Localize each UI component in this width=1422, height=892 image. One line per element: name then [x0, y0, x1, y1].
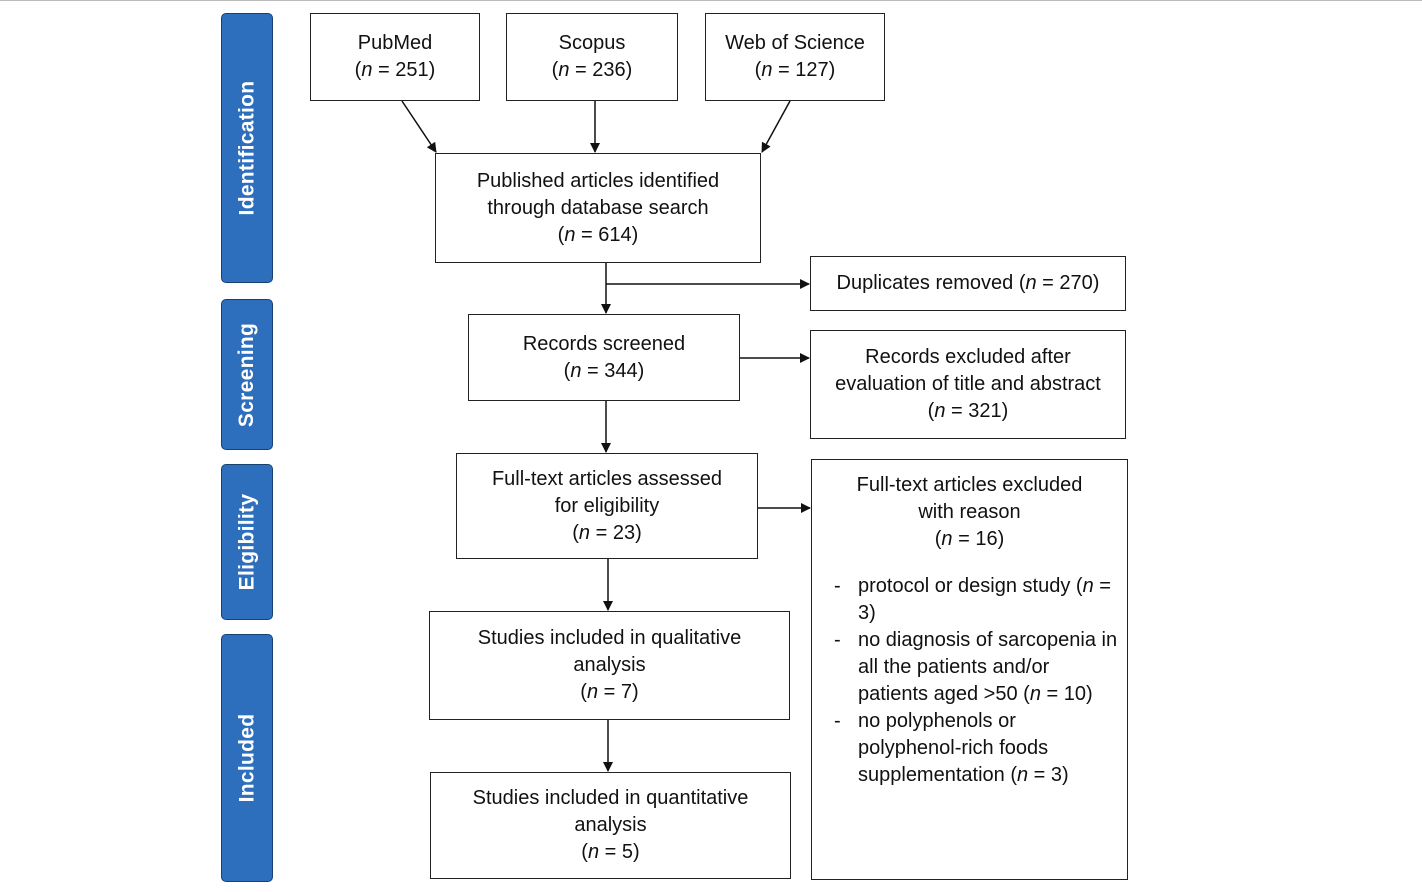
exclusion-reason: protocol or design study (n = 3): [828, 573, 1119, 627]
qualitative-line1: Studies included in qualitative: [477, 627, 742, 649]
pubmed-count: (n = 251): [354, 59, 436, 81]
phase-included: Included: [221, 634, 273, 882]
qualitative-count: (n = 7): [580, 681, 639, 703]
scopus-count: (n = 236): [551, 59, 633, 81]
fulltext-count: (n = 23): [572, 521, 642, 544]
box-identified: Published articles identified through da…: [435, 153, 761, 263]
exclusion-reasons-list: protocol or design study (n = 3) no diag…: [820, 573, 1119, 789]
top-border-line: [0, 0, 1422, 1]
phase-identification: Identification: [221, 13, 273, 283]
screened-label: Records screened: [522, 332, 686, 355]
quantitative-line2: analysis: [574, 814, 647, 836]
fulltext-line1: Full-text articles assessed: [491, 467, 723, 490]
box-fulltext-excluded: Full-text articles excluded with reason …: [811, 459, 1128, 880]
phase-eligibility: Eligibility: [221, 464, 273, 620]
excluded-screen-line2: evaluation of title and abstract: [835, 373, 1101, 395]
exclusion-reason: no polyphenols or polyphenol-rich foods …: [828, 708, 1119, 789]
qualitative-line2: analysis: [573, 654, 646, 676]
phase-screening: Screening: [221, 299, 273, 450]
arrow-wos-to-identified: [761, 100, 791, 153]
box-scopus: Scopus (n = 236): [506, 13, 678, 101]
box-records-screened: Records screened (n = 344): [468, 314, 740, 401]
box-duplicates-removed: Duplicates removed (n = 270): [810, 256, 1126, 311]
wos-count: (n = 127): [754, 59, 836, 81]
excluded-full-count: (n = 16): [934, 528, 1005, 550]
box-fulltext-assessed: Full-text articles assessed for eligibil…: [456, 453, 758, 559]
exclusion-reason: no diagnosis of sarcopenia in all the pa…: [828, 627, 1119, 708]
excluded-screen-count: (n = 321): [927, 400, 1009, 422]
duplicates-text: Duplicates removed (n = 270): [836, 272, 1100, 294]
box-pubmed: PubMed (n = 251): [310, 13, 480, 101]
box-qualitative: Studies included in qualitative analysis…: [429, 611, 790, 720]
quantitative-line1: Studies included in quantitative: [472, 787, 749, 809]
excluded-screen-line1: Records excluded after: [865, 346, 1071, 368]
box-web-of-science: Web of Science (n = 127): [705, 13, 885, 101]
arrow-pubmed-to-identified: [401, 100, 437, 153]
identified-count: (n = 614): [557, 223, 639, 246]
pubmed-label: PubMed: [357, 32, 433, 54]
wos-label: Web of Science: [725, 32, 865, 54]
identified-line2: through database search: [487, 196, 709, 219]
scopus-label: Scopus: [558, 32, 626, 54]
box-quantitative: Studies included in quantitative analysi…: [430, 772, 791, 879]
quantitative-count: (n = 5): [581, 841, 640, 863]
screened-count: (n = 344): [563, 359, 645, 382]
excluded-full-line2: with reason: [918, 501, 1021, 523]
box-records-excluded: Records excluded after evaluation of tit…: [810, 330, 1126, 439]
excluded-full-line1: Full-text articles excluded: [856, 474, 1083, 496]
identified-line1: Published articles identified: [476, 169, 720, 192]
fulltext-line2: for eligibility: [554, 494, 660, 517]
